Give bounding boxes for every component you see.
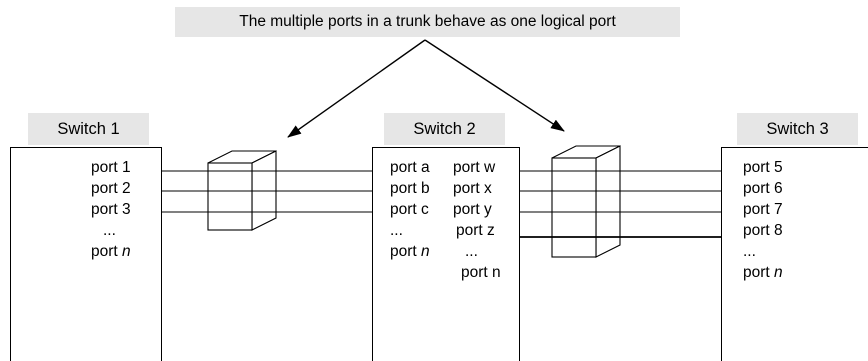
port-ellipsis: ... [390,222,403,239]
port-label: port x [453,180,492,197]
switch-3-port-list: port 5 port 6 port 7 port 8 ... port n [743,157,783,283]
arrow-to-trunk-2 [424,39,565,132]
port-label-n: port n [91,243,131,260]
arrow-to-trunk-1 [287,39,426,138]
trunk-2-box [551,145,621,258]
port-label: port 7 [743,201,783,218]
port-label: port w [453,159,496,176]
switch-2-left-port-list: port a port b port c ... port n [390,157,430,262]
port-label-n: port n [390,243,430,260]
port-label: port a [390,159,430,176]
port-label: port 6 [743,180,783,197]
switch-3-box: port 5 port 6 port 7 port 8 ... port n [721,147,868,361]
switch-2-box: port a port b port c ... port n port w p… [372,147,520,361]
switch-1-box: port 1 port 2 port 3 ... port n [10,147,162,361]
port-label: port 3 [91,201,131,218]
port-label: port n [461,264,501,281]
port-label: port 2 [91,180,131,197]
port-label: port c [390,201,429,218]
port-ellipsis: ... [103,222,116,239]
switch-1-label: Switch 1 [28,113,149,145]
switch-2-right-port-list: port w port x port y port z ... port n [453,157,501,283]
port-ellipsis: ... [743,243,756,260]
port-ellipsis: ... [465,243,478,260]
switch-2-label: Switch 2 [384,113,505,145]
switch-3-label: Switch 3 [737,113,858,145]
switch-1-port-list: port 1 port 2 port 3 ... port n [91,157,131,262]
port-label: port z [456,222,495,239]
port-label: port b [390,180,430,197]
port-label: port 5 [743,159,783,176]
port-label: port 8 [743,222,783,239]
port-label-n: port n [743,264,783,281]
port-label: port y [453,201,492,218]
port-label: port 1 [91,159,131,176]
trunk-caption: The multiple ports in a trunk behave as … [175,7,680,37]
